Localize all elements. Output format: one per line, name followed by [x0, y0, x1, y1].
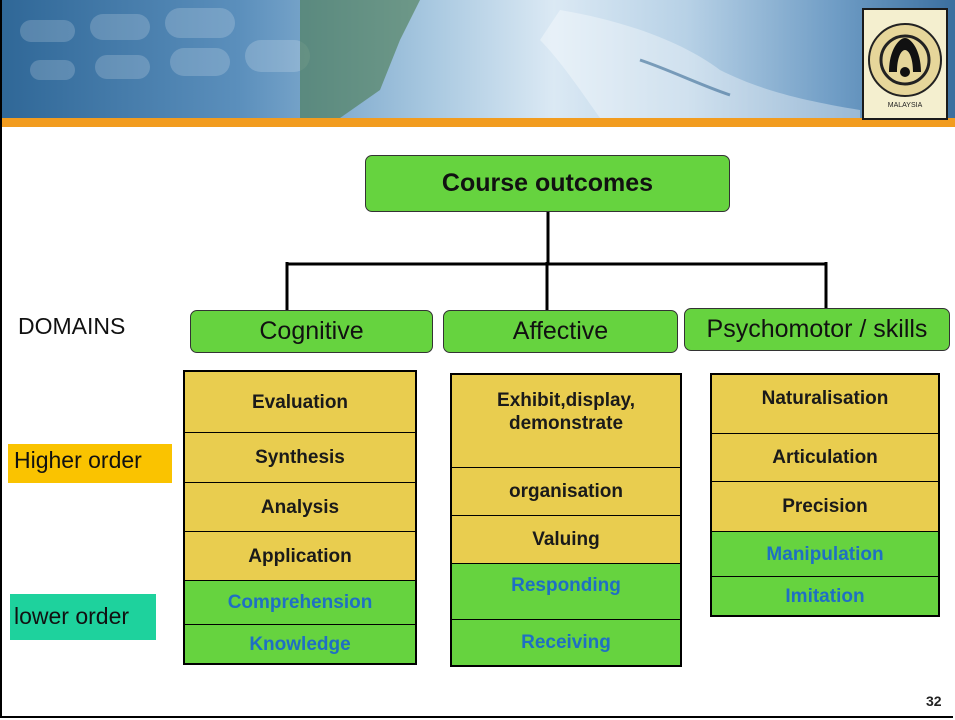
- higher-order-label: Higher order: [14, 447, 142, 473]
- level-responding: Responding: [452, 563, 680, 619]
- level-synthesis: Synthesis: [185, 432, 415, 482]
- level-organisation: organisation: [452, 467, 680, 515]
- lower-order-label: lower order: [14, 603, 130, 629]
- banner-graphic: [20, 0, 860, 118]
- higher-order-highlight: [8, 444, 172, 483]
- level-application: Application: [185, 531, 415, 580]
- level-exhibit: Exhibit,display, demonstrate: [452, 375, 680, 467]
- domain-psychomotor: Psychomotor / skills: [684, 308, 950, 351]
- logo-emblem: [868, 23, 942, 97]
- level-comprehension: Comprehension: [185, 580, 415, 624]
- level-precision: Precision: [712, 481, 938, 531]
- domains-label: DOMAINS: [18, 313, 126, 339]
- affective-levels: Exhibit,display, demonstrate organisatio…: [450, 373, 682, 667]
- level-evaluation: Evaluation: [185, 372, 415, 432]
- logo-text: MALAYSIA: [887, 102, 923, 109]
- level-knowledge: Knowledge: [185, 624, 415, 663]
- psychomotor-levels: Naturalisation Articulation Precision Ma…: [710, 373, 940, 617]
- level-articulation: Articulation: [712, 433, 938, 481]
- level-naturalisation: Naturalisation: [712, 375, 938, 433]
- level-valuing: Valuing: [452, 515, 680, 563]
- level-receiving: Receiving: [452, 619, 680, 665]
- header-accent-bar: [0, 118, 955, 127]
- level-analysis: Analysis: [185, 482, 415, 531]
- domain-affective: Affective: [443, 310, 678, 353]
- page-number: 32: [926, 693, 942, 709]
- header-banner: [0, 0, 955, 118]
- level-imitation: Imitation: [712, 576, 938, 615]
- cognitive-levels: Evaluation Synthesis Analysis Applicatio…: [183, 370, 417, 665]
- lower-order-highlight: [10, 594, 156, 640]
- level-manipulation: Manipulation: [712, 531, 938, 576]
- course-outcomes-box: Course outcomes: [365, 155, 730, 212]
- institution-logo: MALAYSIA: [862, 8, 948, 120]
- domain-cognitive: Cognitive: [190, 310, 433, 353]
